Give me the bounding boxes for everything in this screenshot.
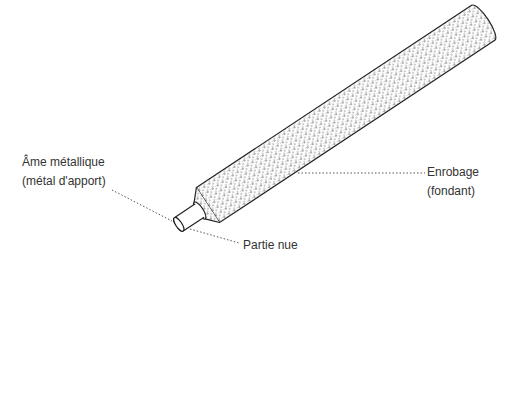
part-label: Âme métallique (métal d'apport) [22,153,122,191]
metal-core [172,204,204,233]
welding-electrode [165,2,500,243]
part-label: Enrobage (fondant) [427,163,522,201]
core-tip [172,216,186,233]
part-label: Partie nue [243,236,323,255]
leader-line [112,190,172,221]
leader-line [190,229,239,243]
leader-line [298,173,425,174]
